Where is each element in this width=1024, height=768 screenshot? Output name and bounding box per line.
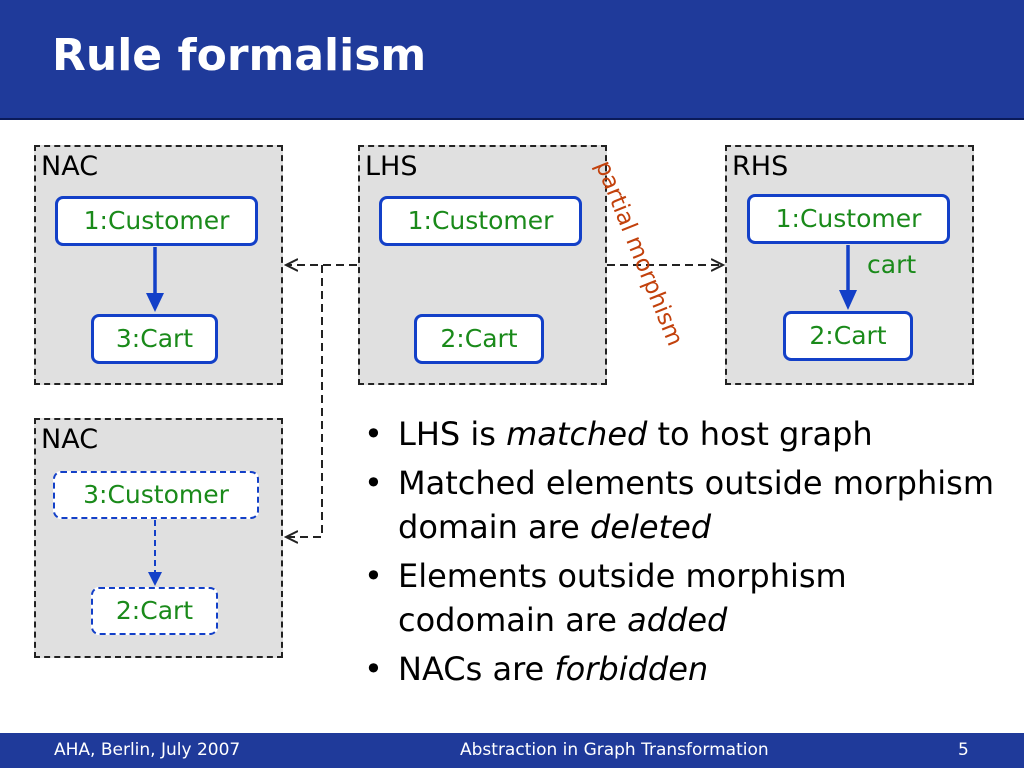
bullet-item: •Matched elements outside morphism domai… xyxy=(362,461,1002,549)
footer-event: AHA, Berlin, July 2007 xyxy=(54,740,241,760)
lhs-to-nac-bottom-arrow xyxy=(286,265,323,537)
bullet-list: •LHS is matched to host graph •Matched e… xyxy=(362,412,1002,696)
lhs-label: LHS xyxy=(365,151,418,182)
rhs-customer-node: 1:Customer xyxy=(747,194,950,244)
lhs-customer-node: 1:Customer xyxy=(379,196,582,246)
nac-bottom-edge-arrowhead xyxy=(148,572,162,586)
bullet-item: •NACs are forbidden xyxy=(362,647,1002,691)
nac-bottom-customer-node: 3:Customer xyxy=(53,471,259,519)
nac-top-label: NAC xyxy=(41,151,99,182)
rhs-label: RHS xyxy=(732,151,789,182)
bullet-item: •LHS is matched to host graph xyxy=(362,412,1002,456)
rhs-edge-label: cart xyxy=(867,250,917,279)
nac-bottom-label: NAC xyxy=(41,424,99,455)
bullet-marker: • xyxy=(364,650,383,688)
title-bar: Rule formalism xyxy=(0,0,1024,120)
lhs-cart-node: 2:Cart xyxy=(414,314,544,364)
page-number: 5 xyxy=(958,740,969,760)
footer-bar: AHA, Berlin, July 2007 Abstraction in Gr… xyxy=(0,733,1024,768)
nac-top-edge-arrowhead xyxy=(146,293,164,312)
nac-top-customer-node: 1:Customer xyxy=(55,196,258,246)
nac-top-cart-node: 3:Cart xyxy=(91,314,218,364)
footer-talk-title: Abstraction in Graph Transformation xyxy=(460,740,769,760)
slide-title: Rule formalism xyxy=(52,30,427,81)
nac-bottom-cart-node: 2:Cart xyxy=(91,587,218,635)
rhs-cart-node: 2:Cart xyxy=(783,311,913,361)
nac-panel-top: NAC xyxy=(34,145,283,385)
bullet-item: •Elements outside morphism codomain are … xyxy=(362,554,1002,642)
bullet-marker: • xyxy=(364,415,383,453)
rhs-edge-arrowhead xyxy=(839,290,857,310)
bullet-marker: • xyxy=(364,557,383,595)
bullet-marker: • xyxy=(364,464,383,502)
